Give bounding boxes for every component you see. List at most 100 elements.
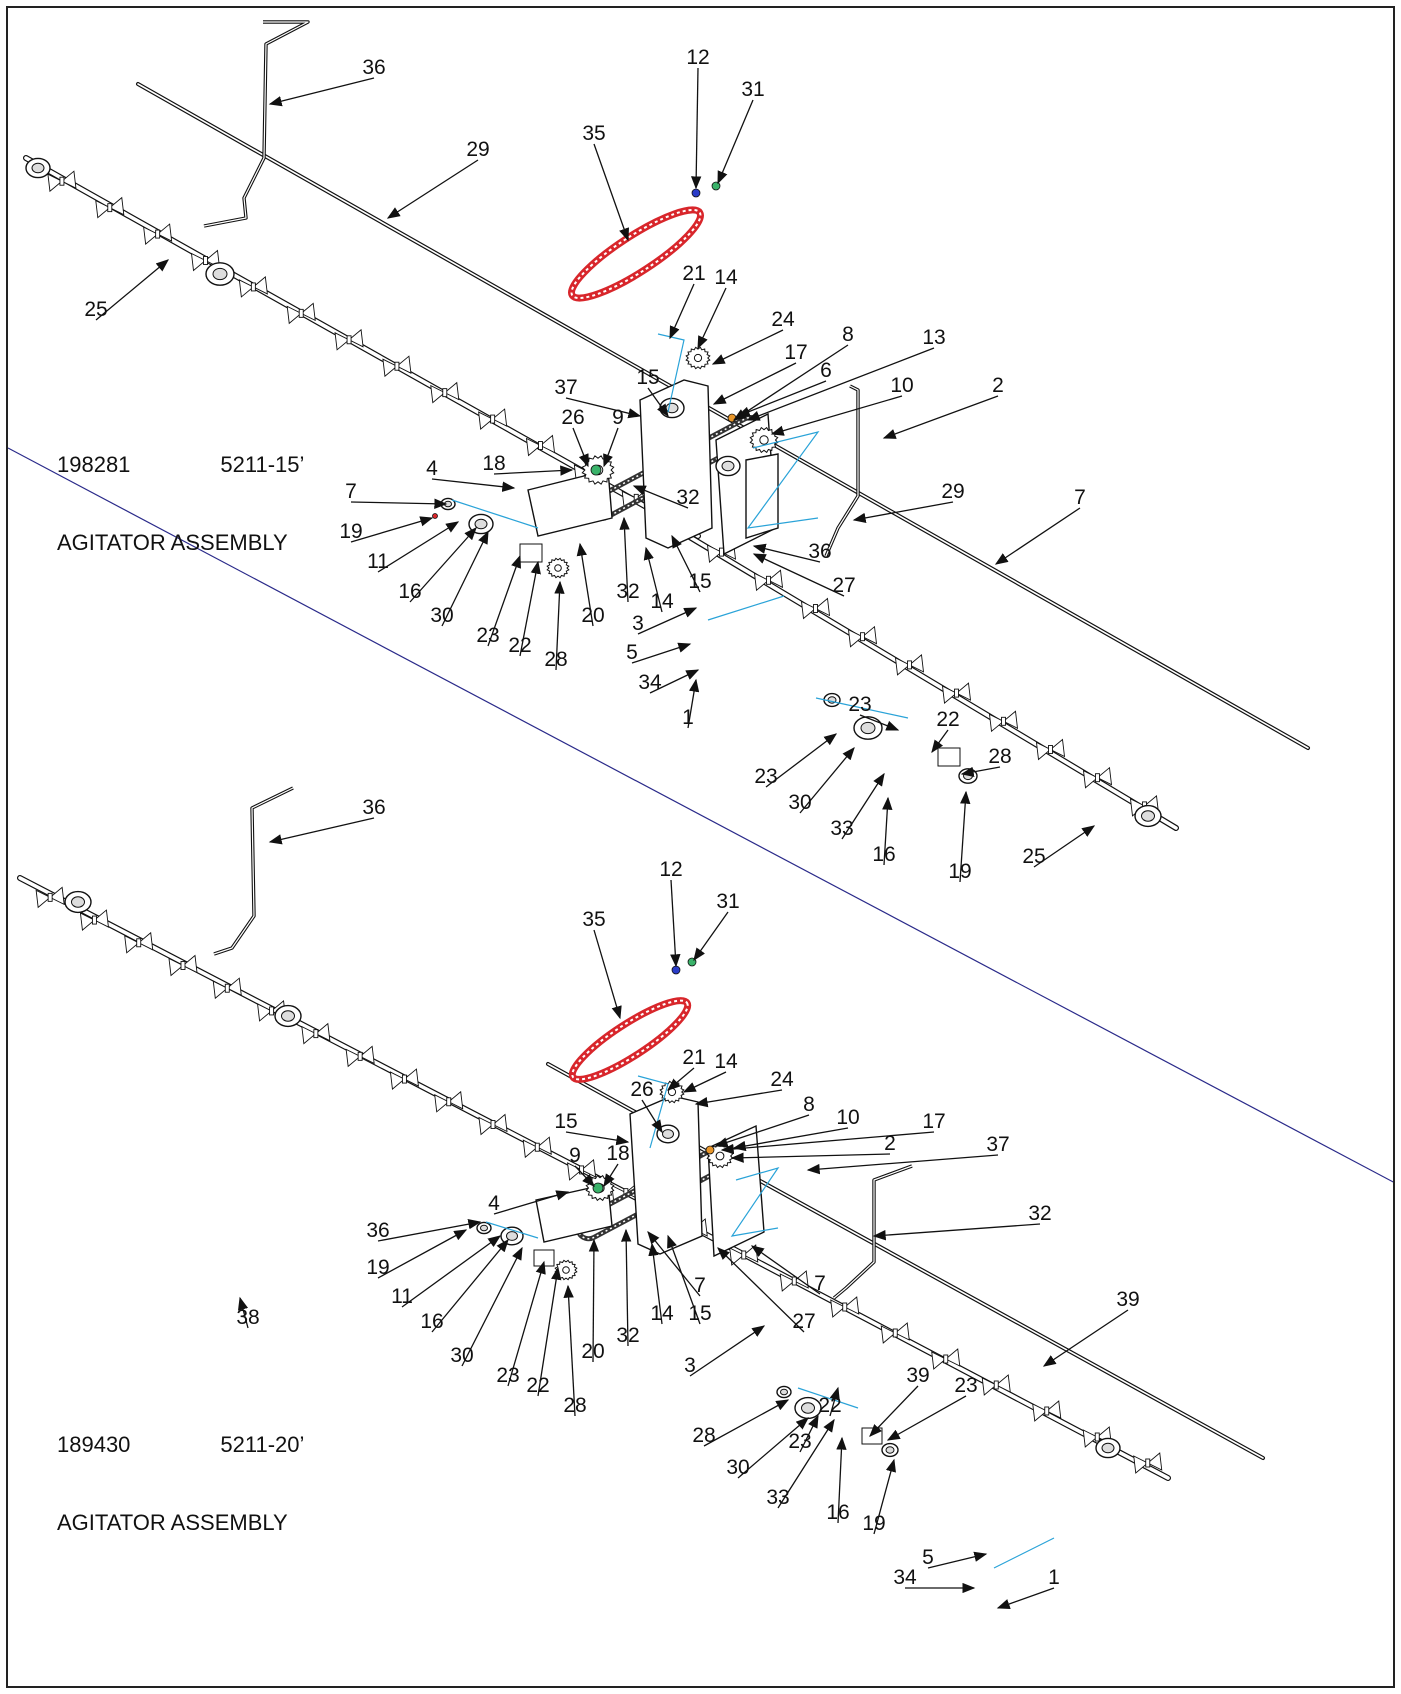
leader-arrow bbox=[960, 766, 1001, 777]
paddle-blade bbox=[257, 1003, 273, 1022]
paddle-blade bbox=[35, 889, 51, 909]
paddle-hub bbox=[107, 203, 113, 213]
agitator-paddle bbox=[1035, 738, 1066, 761]
paddle-hub bbox=[357, 1051, 363, 1061]
leader-arrow bbox=[670, 879, 681, 968]
leader-arrow bbox=[667, 1234, 701, 1325]
paddle-blade bbox=[190, 252, 207, 272]
callout-19: 19 bbox=[862, 1512, 885, 1535]
bearing-19c bbox=[881, 1442, 899, 1458]
agitator-paddle bbox=[95, 196, 125, 219]
bearing-inner bbox=[885, 1446, 895, 1454]
leader-arrow bbox=[869, 1385, 919, 1437]
bearing-inner bbox=[780, 1388, 788, 1396]
paddle-hub bbox=[250, 282, 256, 292]
sprocket-14 bbox=[685, 346, 711, 370]
leader-arrow bbox=[687, 678, 700, 729]
leader-arrow bbox=[752, 553, 845, 597]
callout-3: 3 bbox=[632, 612, 644, 635]
callout-17: 17 bbox=[784, 341, 807, 364]
bearing-inner bbox=[1101, 1442, 1115, 1454]
assembly-name: AGITATOR ASSEMBLY bbox=[57, 530, 288, 555]
paddle-hub bbox=[203, 256, 208, 265]
leader-arrow bbox=[667, 1067, 695, 1091]
paddle-blade bbox=[995, 1374, 1011, 1393]
handle-36-inner bbox=[203, 21, 309, 227]
paddle-hub bbox=[91, 915, 97, 925]
leader-arrow bbox=[461, 1246, 523, 1367]
paddle-hub bbox=[298, 308, 304, 318]
paddle-hub bbox=[943, 1354, 949, 1364]
callout-26: 26 bbox=[630, 1078, 653, 1101]
sprocket-20 bbox=[554, 1259, 578, 1281]
callout-35: 35 bbox=[582, 908, 605, 931]
handle-36-inner bbox=[825, 385, 859, 557]
leader-arrow bbox=[572, 427, 589, 468]
bearing-30b bbox=[853, 716, 883, 740]
sprocket-bore bbox=[554, 564, 562, 572]
leader-arrow bbox=[690, 67, 702, 190]
bearing-19 bbox=[476, 1221, 492, 1235]
leader-arrow bbox=[632, 485, 689, 509]
bearing-inner bbox=[212, 267, 228, 281]
paddle-blade bbox=[124, 935, 140, 954]
leader-5 bbox=[707, 595, 785, 621]
agitator-paddle bbox=[988, 710, 1019, 733]
paddle-blade bbox=[492, 1113, 508, 1133]
leader-arrow bbox=[829, 1386, 840, 1417]
leader-arrow bbox=[720, 1131, 935, 1155]
agitator-paddle bbox=[389, 1068, 419, 1090]
chain-outer bbox=[568, 997, 692, 1083]
paddle-hub bbox=[346, 335, 352, 345]
bushing-22b bbox=[861, 1427, 883, 1445]
agitator-paddle bbox=[931, 1348, 961, 1370]
paddle-blade bbox=[301, 1025, 317, 1045]
callout-25: 25 bbox=[84, 298, 107, 321]
paddle-blade bbox=[1045, 1400, 1062, 1419]
flange-bearing bbox=[1095, 1437, 1121, 1459]
key-12 bbox=[691, 188, 701, 198]
bushing-22 bbox=[519, 543, 543, 563]
paddle-blade bbox=[955, 682, 972, 701]
callout-14: 14 bbox=[714, 266, 738, 289]
leader-arrow bbox=[799, 747, 855, 814]
paddle-hub bbox=[47, 892, 53, 902]
bearing-19b bbox=[776, 1385, 792, 1399]
paddle-blade bbox=[443, 381, 460, 401]
bearing-inner bbox=[480, 1224, 488, 1232]
callout-31: 31 bbox=[741, 78, 764, 101]
callout-11: 11 bbox=[367, 550, 389, 573]
callout-24: 24 bbox=[770, 1068, 794, 1091]
paddle-blade bbox=[93, 909, 109, 928]
paddle-blade bbox=[706, 544, 723, 563]
callout-22: 22 bbox=[526, 1374, 549, 1397]
agitator-paddle bbox=[525, 434, 556, 457]
key-31 bbox=[711, 181, 721, 191]
paddle-hub bbox=[534, 1142, 540, 1152]
leader-arrow bbox=[603, 427, 619, 468]
leader-19 bbox=[485, 1221, 539, 1239]
leader-arrow bbox=[637, 607, 698, 635]
paddle-blade bbox=[403, 1068, 419, 1087]
callout-5: 5 bbox=[626, 641, 638, 664]
handle-36 bbox=[203, 20, 310, 228]
callout-6: 6 bbox=[820, 359, 832, 382]
callout-15: 15 bbox=[554, 1110, 577, 1133]
leader-arrow bbox=[750, 1245, 821, 1295]
bracket-26 bbox=[639, 379, 713, 549]
paddle-hub bbox=[538, 441, 543, 450]
agitator-paddle bbox=[981, 1374, 1011, 1396]
paddle-blade bbox=[79, 912, 96, 931]
callout-15: 15 bbox=[688, 1302, 711, 1325]
callout-19: 19 bbox=[339, 520, 362, 543]
hex-shaft-29-inner bbox=[137, 83, 1309, 749]
handle-36-inner bbox=[213, 787, 294, 955]
callout-12: 12 bbox=[659, 858, 682, 881]
callout-14: 14 bbox=[650, 1302, 674, 1325]
agitator-paddle bbox=[257, 1000, 287, 1022]
paddle-blade bbox=[182, 954, 198, 974]
paddle-hub bbox=[741, 1250, 747, 1260]
bearing-10 bbox=[715, 455, 741, 477]
paddle-hub bbox=[401, 1074, 407, 1084]
paddle-blade bbox=[300, 302, 316, 322]
